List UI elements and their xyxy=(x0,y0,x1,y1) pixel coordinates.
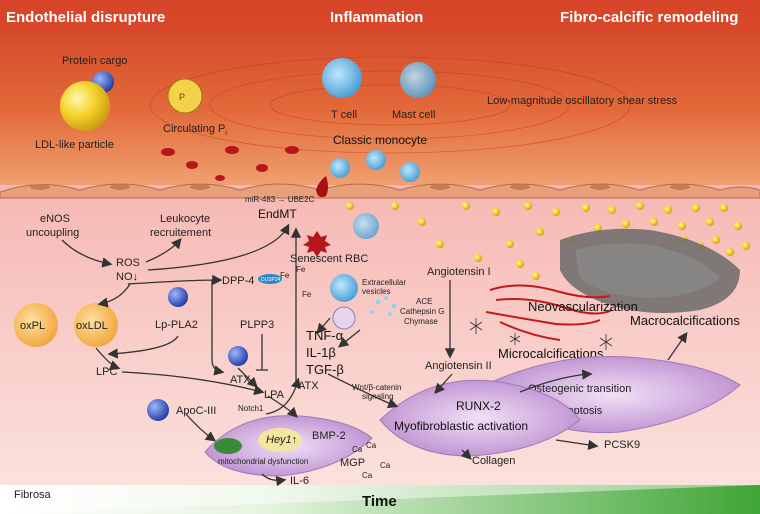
mitochondria-icon xyxy=(214,438,242,454)
time-label: Time xyxy=(362,493,397,510)
mito-label: mitochondrial dysfunction xyxy=(218,457,308,466)
lppla2-label: Lp-PLA2 xyxy=(155,319,198,331)
angiotensin-ii-label: Angiotensin II xyxy=(425,360,492,372)
ldl-label: LDL-like particle xyxy=(35,139,114,151)
ev-label-1: Extracellular xyxy=(362,278,406,287)
phosphate-icon xyxy=(167,78,203,114)
senescent-rbc-icon xyxy=(303,231,331,257)
angiotensin-i-label: Angiotensin I xyxy=(427,266,491,278)
lpa-label: LPA xyxy=(264,389,285,401)
time-bar xyxy=(0,485,760,514)
shear-stress-label: Low-magnitude oscillatory shear stress xyxy=(487,95,678,107)
oxldl-label: oxLDL xyxy=(76,320,108,332)
red-blood-cells xyxy=(161,146,299,181)
wnt-label-2: signaling xyxy=(362,392,394,401)
plpp3-label: PLPP3 xyxy=(240,319,274,331)
ldl-particle-icon xyxy=(60,81,110,131)
header-band xyxy=(0,0,760,34)
fe-label-1: Fe xyxy=(280,271,290,280)
collagen-label: Collagen xyxy=(472,455,515,467)
mast-cell-degranulating-icon xyxy=(353,213,379,239)
hey1-label: Hey1↑ xyxy=(266,434,297,446)
dusp-icon xyxy=(258,274,282,284)
phosphate-glyph: P xyxy=(179,92,185,102)
monocyte-label: Classic monocyte xyxy=(333,133,427,147)
tnf-label: TNF-α xyxy=(306,328,344,343)
microcalcifications-label: Microcalcifications xyxy=(498,346,604,361)
oxpl-icon xyxy=(14,303,58,347)
dusp-label: DUSP24 xyxy=(261,277,281,283)
enos-label-1: eNOS xyxy=(40,213,70,225)
header-endothelial: Endothelial disrupture xyxy=(6,9,165,26)
no-label: NO↓ xyxy=(116,271,138,283)
pathway-arrows xyxy=(61,223,688,487)
fe-label-3: Fe xyxy=(302,290,312,299)
protein-cargo-label: Protein cargo xyxy=(62,55,127,67)
nucleus-icon xyxy=(258,428,302,452)
mir-label: miR-483 → UBE2C xyxy=(245,195,315,204)
blood-drop-icon xyxy=(316,176,328,198)
ev-label-2: vesicles xyxy=(362,287,390,296)
header-fibro: Fibro-calcific remodeling xyxy=(560,9,738,26)
mast-cell-icon xyxy=(400,62,436,98)
chymase-label: Chymase xyxy=(404,317,438,326)
bmp2-label: BMP-2 xyxy=(312,430,346,442)
runx2-label: RUNX-2 xyxy=(456,399,501,413)
apoc3-icon xyxy=(147,399,169,421)
enos-label-2: uncoupling xyxy=(26,227,79,239)
ca-label-2: Ca xyxy=(366,441,377,450)
atx-label: ATX xyxy=(230,374,251,386)
monocyte-tissue-icon xyxy=(330,274,358,302)
microcalcification-stars xyxy=(469,318,613,350)
oxldl-icon xyxy=(74,303,118,347)
macrocalcifications-label: Macrocalcifications xyxy=(630,313,740,328)
dpp4-label: DPP-4 xyxy=(222,275,254,287)
notch1-label: Notch1 xyxy=(238,404,264,413)
neovascularization-vessels xyxy=(485,284,613,341)
myofibroblastic-label: Myofibroblastic activation xyxy=(394,419,528,433)
ca-label-1: Ca xyxy=(352,445,363,454)
il6-label: IL-6 xyxy=(290,475,309,487)
mast-cell-label: Mast cell xyxy=(392,109,435,121)
ros-label: ROS xyxy=(116,257,140,269)
tgf-label: TGF-β xyxy=(306,362,344,377)
monocyte-icons xyxy=(330,150,420,182)
lppla2-icon xyxy=(168,287,188,307)
apoc3-label: ApoC-III xyxy=(176,405,216,417)
wnt-label-1: Wnt/β-catenin xyxy=(352,383,402,392)
cathepsin-label: Cathepsin G xyxy=(400,307,444,316)
header-inflammation: Inflammation xyxy=(330,9,423,26)
endothelium-layer xyxy=(0,183,760,199)
t-cell-icon xyxy=(322,58,362,98)
oxpl-label: oxPL xyxy=(20,320,45,332)
atx-icon xyxy=(228,346,248,366)
neovascularization-label: Neovascularization xyxy=(528,299,638,314)
ace-label: ACE xyxy=(416,297,432,306)
leukocyte-label-2: recruitement xyxy=(150,227,211,239)
fe-label-2: Fe xyxy=(296,265,306,274)
lpc-label: LPC xyxy=(96,366,117,378)
ca-label-3: Ca xyxy=(380,461,391,470)
il1-label: IL-1β xyxy=(306,345,336,360)
t-cell-label: T cell xyxy=(331,109,357,121)
leukocyte-label-1: Leukocyte xyxy=(160,213,210,225)
mgp-label: MGP xyxy=(340,457,365,469)
osteogenic-label: Osteogenic transition xyxy=(528,383,631,395)
fibrosa-label: Fibrosa xyxy=(14,489,52,501)
ca-label-4: Ca xyxy=(362,471,373,480)
pcsk9-label: PCSK9 xyxy=(604,439,640,451)
macrophage-icon xyxy=(332,306,356,330)
atx-label-2: ATX xyxy=(298,380,319,392)
shear-stress-ripples xyxy=(149,56,631,154)
circulating-pi-label: Circulating Pi xyxy=(163,123,227,137)
myofibroblast-cell xyxy=(379,379,581,457)
senescent-rbc-label: Senescent RBC xyxy=(290,253,368,265)
vesicles xyxy=(370,296,397,316)
endmt-label: EndMT xyxy=(258,207,297,221)
macrocalcification-mass xyxy=(560,228,740,314)
